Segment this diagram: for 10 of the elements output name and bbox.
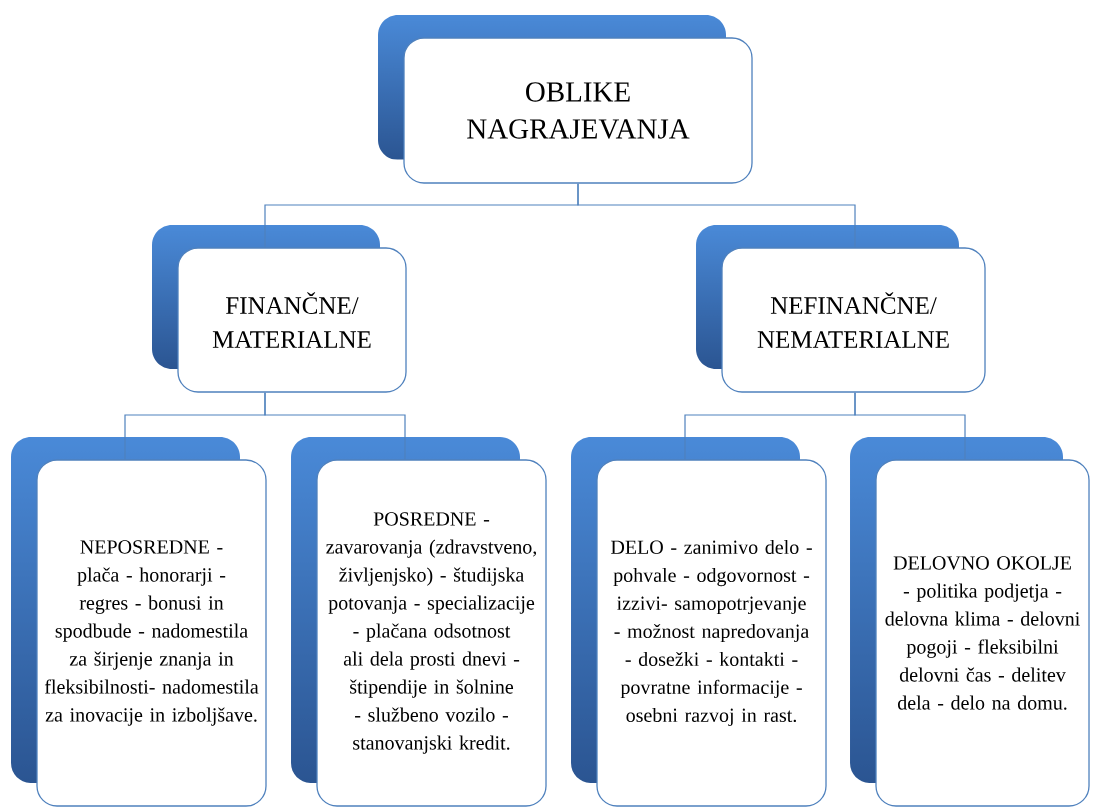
- connector: [854, 392, 966, 460]
- rounded-box: POSREDNE - zavarovanja (zdravstveno, življenjsko) - študijska potovanja - specializacije - plačana odsotnost ali dela prosti dnevi - štipendije in šolnine - službeno vozilo - stanovanjski kredit.: [316, 459, 547, 807]
- rounded-box: NEPOSREDNE - plača - honorarji - regres - bonusi in spodbude - nadomestila za širjenje znanja in fleksibilnosti- nadomestila za inovacije in izboljšave.: [36, 459, 267, 807]
- connector: [264, 392, 406, 460]
- rounded-box: NEFINANČNE/ NEMATERIALNE: [721, 247, 986, 393]
- connector: [577, 183, 856, 248]
- rounded-box: OBLIKE NAGRAJEVANJA: [403, 37, 753, 184]
- rounded-box: DELOVNO OKOLJE - politika podjetja - delovna klima - delovni pogoji - fleksibilni delovni čas - delitev dela - delo na domu.: [875, 459, 1090, 807]
- rounded-box: FINANČNE/ MATERIALNE: [177, 247, 407, 393]
- rounded-box: DELO - zanimivo delo - pohvale - odgovornost - izzivi- samopotrjevanje - možnost napredovanja - dosežki - kontakti - povratne informacije - osebni razvoj in rast.: [596, 459, 827, 807]
